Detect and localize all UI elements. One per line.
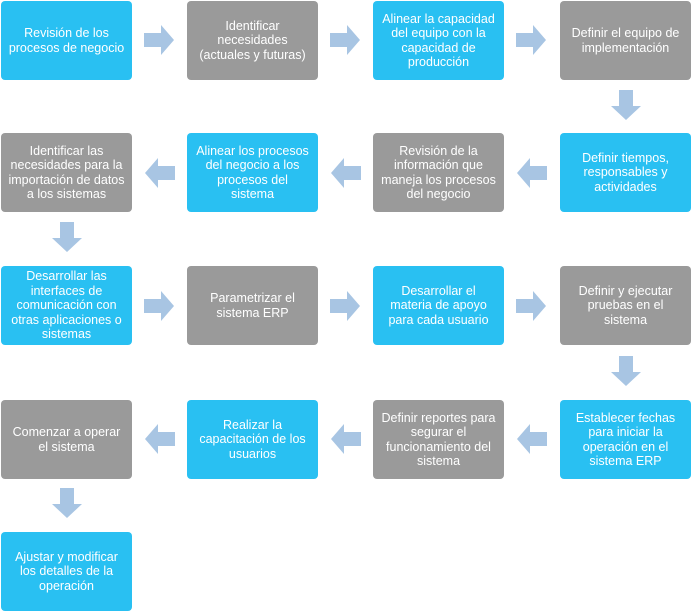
step-08-box: Identificar las necesidades para la impo… xyxy=(1,133,132,212)
step-04-label: Definir el equipo de implementación xyxy=(571,26,680,55)
step-13-box: Establecer fechas para iniciar la operac… xyxy=(560,400,691,479)
step-14-label: Definir reportes para segurar el funcion… xyxy=(381,410,496,469)
arrow-down-icon xyxy=(611,356,641,386)
arrow-left-icon xyxy=(145,424,175,454)
arrow-right-icon xyxy=(330,25,360,55)
step-01-label: Revisión de los procesos de negocio xyxy=(8,26,125,55)
step-10-label: Parametrizar el sistema ERP xyxy=(210,291,295,320)
step-04-box: Definir el equipo de implementación xyxy=(560,1,691,80)
step-15-label: Realizar la capacitación de los usuarios xyxy=(199,417,306,461)
arrow-right-icon xyxy=(516,291,546,321)
arrow-right-icon xyxy=(144,291,174,321)
step-06-box: Revisión de la información que maneja lo… xyxy=(373,133,504,212)
arrow-down-icon xyxy=(611,90,641,120)
step-09-box: Desarrollar las interfaces de comunicaci… xyxy=(1,266,132,345)
step-10-box: Parametrizar el sistema ERP xyxy=(187,266,318,345)
arrow-left-icon xyxy=(517,158,547,188)
step-02-label: Identificar necesidades (actuales y futu… xyxy=(199,18,306,62)
step-01-box: Revisión de los procesos de negocio xyxy=(1,1,132,80)
step-16-label: Comenzar a operar el sistema xyxy=(12,425,121,454)
arrow-left-icon xyxy=(517,424,547,454)
arrow-right-icon xyxy=(330,291,360,321)
arrow-right-icon xyxy=(144,25,174,55)
step-15-box: Realizar la capacitación de los usuarios xyxy=(187,400,318,479)
step-13-label: Establecer fechas para iniciar la operac… xyxy=(575,410,676,469)
step-09-label: Desarrollar las interfaces de comunicaci… xyxy=(11,269,122,342)
step-03-label: Alinear la capacidad del equipo con la c… xyxy=(382,11,495,70)
step-16-box: Comenzar a operar el sistema xyxy=(1,400,132,479)
arrow-down-icon xyxy=(52,488,82,518)
step-03-box: Alinear la capacidad del equipo con la c… xyxy=(373,1,504,80)
step-11-box: Desarrollar el materia de apoyo para cad… xyxy=(373,266,504,345)
step-17-label: Ajustar y modificar los detalles de la o… xyxy=(15,549,118,593)
step-06-label: Revisión de la información que maneja lo… xyxy=(381,143,496,202)
step-17-box: Ajustar y modificar los detalles de la o… xyxy=(1,532,132,611)
step-12-box: Definir y ejecutar pruebas en el sistema xyxy=(560,266,691,345)
step-05-label: Definir tiempos, responsables y activida… xyxy=(582,150,669,194)
arrow-left-icon xyxy=(145,158,175,188)
arrow-down-icon xyxy=(52,222,82,252)
step-02-box: Identificar necesidades (actuales y futu… xyxy=(187,1,318,80)
step-08-label: Identificar las necesidades para la impo… xyxy=(8,143,125,202)
arrow-right-icon xyxy=(516,25,546,55)
step-11-label: Desarrollar el materia de apoyo para cad… xyxy=(388,283,489,327)
step-07-label: Alinear los procesos del negocio a los p… xyxy=(196,143,309,202)
step-05-box: Definir tiempos, responsables y activida… xyxy=(560,133,691,212)
step-12-label: Definir y ejecutar pruebas en el sistema xyxy=(578,283,673,327)
arrow-left-icon xyxy=(331,424,361,454)
arrow-left-icon xyxy=(331,158,361,188)
step-14-box: Definir reportes para segurar el funcion… xyxy=(373,400,504,479)
step-07-box: Alinear los procesos del negocio a los p… xyxy=(187,133,318,212)
